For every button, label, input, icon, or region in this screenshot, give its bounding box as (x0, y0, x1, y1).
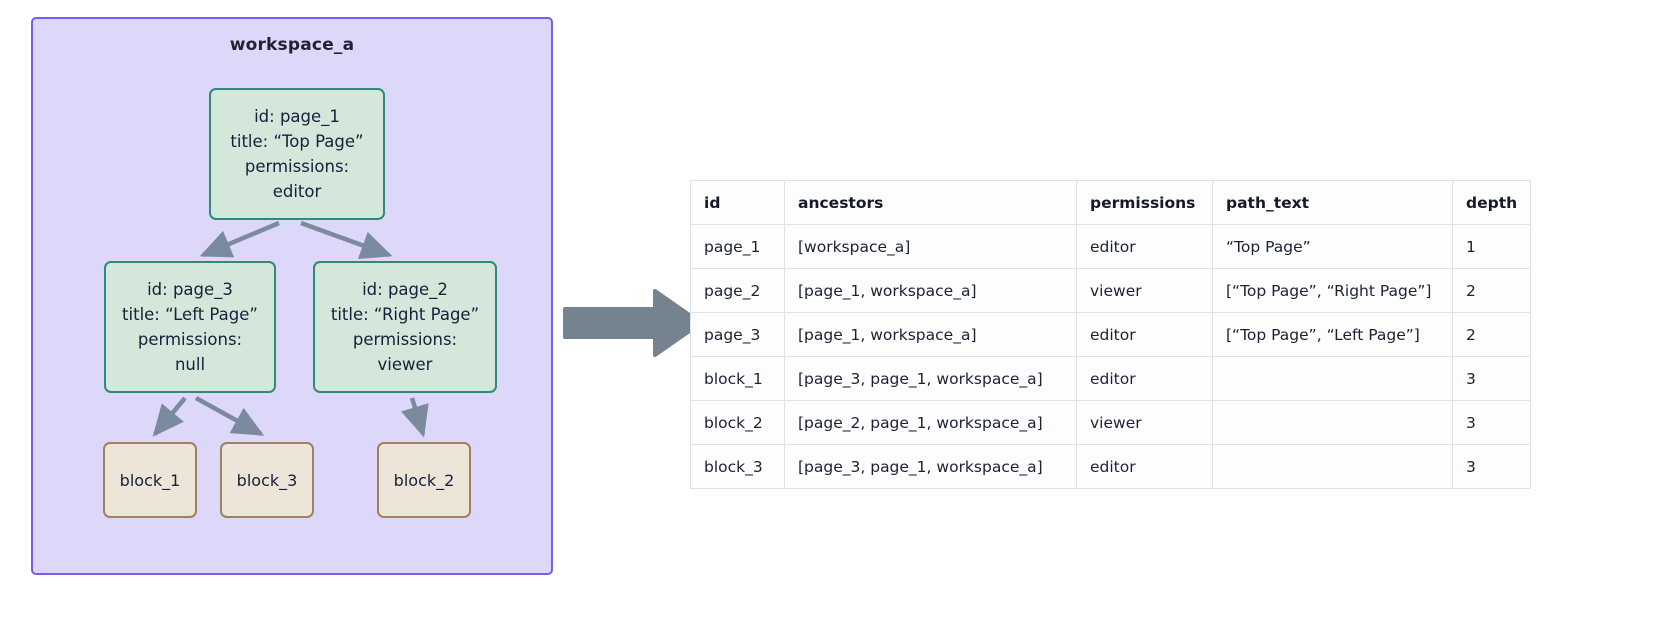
node-page_2[interactable]: id: page_2 title: “Right Page” permissio… (313, 261, 497, 393)
cell-ancestors: [page_1, workspace_a] (784, 268, 1077, 313)
cell-ancestors: [page_3, page_1, workspace_a] (784, 356, 1077, 401)
cell-id: block_1 (690, 356, 785, 401)
node-page_2-permissions-value: viewer (377, 355, 433, 375)
cell-ancestors: [page_1, workspace_a] (784, 312, 1077, 357)
cell-permissions: editor (1076, 356, 1213, 401)
table-row: page_3 [page_1, workspace_a] editor [“To… (690, 312, 1531, 357)
cell-id: page_3 (690, 312, 785, 357)
cell-ancestors: [page_2, page_1, workspace_a] (784, 400, 1077, 445)
result-table: id ancestors permissions path_text depth… (690, 180, 1531, 489)
edge-page_3-block_3 (194, 396, 265, 436)
column-header-ancestors: ancestors (784, 180, 1077, 225)
node-page_3-id: id: page_3 (147, 279, 233, 299)
column-header-path_text: path_text (1212, 180, 1453, 225)
table-row: page_1 [workspace_a] editor “Top Page” 1 (690, 224, 1531, 269)
edge-page_1-page_2 (300, 220, 393, 259)
node-block_2[interactable]: block_2 (377, 442, 471, 518)
cell-id: page_2 (690, 268, 785, 313)
cell-permissions: editor (1076, 224, 1213, 269)
table-header-row: id ancestors permissions path_text depth (690, 180, 1531, 225)
node-block_3[interactable]: block_3 (220, 442, 314, 518)
table-row: page_2 [page_1, workspace_a] viewer [“To… (690, 268, 1531, 313)
workspace-container: workspace_a id: page_1 title: “Top Page”… (31, 17, 553, 575)
cell-depth: 2 (1452, 312, 1531, 357)
cell-path_text: [“Top Page”, “Left Page”] (1212, 312, 1453, 357)
cell-path_text: “Top Page” (1212, 224, 1453, 269)
node-page_1-permissions-label: permissions: (244, 157, 350, 176)
cell-depth: 3 (1452, 356, 1531, 401)
node-page_1-id: id: page_1 (254, 106, 340, 126)
cell-permissions: viewer (1076, 400, 1213, 445)
cell-permissions: editor (1076, 312, 1213, 357)
cell-depth: 2 (1452, 268, 1531, 313)
column-header-depth: depth (1452, 180, 1531, 225)
cell-path_text (1212, 400, 1453, 445)
cell-id: block_3 (690, 444, 785, 489)
cell-ancestors: [page_3, page_1, workspace_a] (784, 444, 1077, 489)
cell-depth: 3 (1452, 400, 1531, 445)
cell-ancestors: [workspace_a] (784, 224, 1077, 269)
node-block_2-label: block_2 (393, 470, 455, 490)
column-header-id: id (690, 180, 785, 225)
cell-depth: 3 (1452, 444, 1531, 489)
node-page_3[interactable]: id: page_3 title: “Left Page” permission… (104, 261, 276, 393)
node-page_3-title: title: “Left Page” (122, 304, 258, 324)
transition-arrow-icon (563, 289, 703, 357)
node-block_1-label: block_1 (119, 470, 181, 490)
cell-path_text: [“Top Page”, “Right Page”] (1212, 268, 1453, 313)
node-page_2-permissions-label: permissions: (352, 330, 458, 349)
node-block_1[interactable]: block_1 (103, 442, 197, 518)
cell-depth: 1 (1452, 224, 1531, 269)
table-row: block_3 [page_3, page_1, workspace_a] ed… (690, 444, 1531, 489)
cell-id: block_2 (690, 400, 785, 445)
edge-page_2-block_2 (401, 397, 429, 438)
node-page_1[interactable]: id: page_1 title: “Top Page” permissions… (209, 88, 385, 220)
result-table-container: id ancestors permissions path_text depth… (690, 180, 1531, 489)
node-page_3-permissions-value: null (174, 355, 206, 375)
node-page_2-id: id: page_2 (362, 279, 448, 299)
node-block_3-label: block_3 (236, 470, 298, 490)
cell-permissions: editor (1076, 444, 1213, 489)
cell-path_text (1212, 444, 1453, 489)
cell-permissions: viewer (1076, 268, 1213, 313)
node-page_1-permissions-value: editor (272, 182, 322, 202)
column-header-permissions: permissions (1076, 180, 1213, 225)
edge-page_1-page_3 (199, 220, 280, 258)
cell-path_text (1212, 356, 1453, 401)
table-row: block_1 [page_3, page_1, workspace_a] ed… (690, 356, 1531, 401)
edge-page_3-block_1 (152, 396, 187, 437)
cell-id: page_1 (690, 224, 785, 269)
node-page_1-title: title: “Top Page” (230, 131, 364, 151)
table-row: block_2 [page_2, page_1, workspace_a] vi… (690, 400, 1531, 445)
workspace-title: workspace_a (229, 35, 355, 55)
node-page_2-title: title: “Right Page” (330, 304, 480, 324)
node-page_3-permissions-label: permissions: (137, 330, 243, 349)
